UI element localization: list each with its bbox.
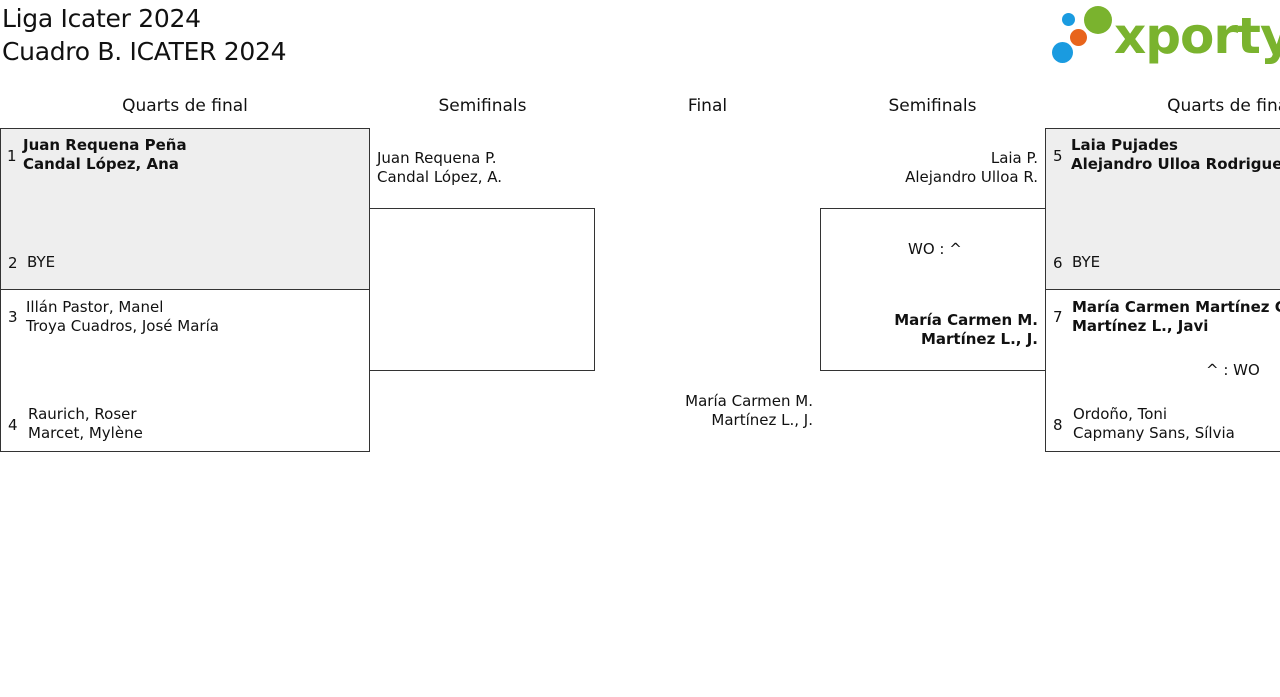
player-name: María Carmen M. — [685, 392, 813, 410]
player-name: Juan Requena P. — [377, 149, 497, 167]
logo-dot-green — [1084, 6, 1112, 34]
match-box-qf4[interactable]: 7 María Carmen Martínez Clav Martínez L.… — [1045, 289, 1280, 452]
player-name: Juan Requena Peña — [23, 136, 187, 154]
match-box-qf2[interactable]: 3 Illán Pastor, Manel Troya Cuadros, Jos… — [0, 289, 370, 452]
player-name: María Carmen M. — [894, 311, 1038, 329]
match-score: WO : ^ — [908, 240, 962, 258]
player-name: Martínez L., J. — [711, 411, 813, 429]
player-name: Raurich, Roser — [28, 405, 137, 423]
draw-subtitle: Cuadro B. ICATER 2024 — [2, 37, 287, 66]
logo-dot-orange — [1070, 29, 1087, 46]
match-score: ^ : WO — [1206, 361, 1260, 379]
player-name: Troya Cuadros, José María — [26, 317, 219, 335]
player-name: Laia Pujades — [1071, 136, 1178, 154]
seed-number: 2 — [8, 254, 18, 272]
xporty-logo: xporty — [1050, 2, 1280, 68]
match-box-qf3[interactable]: 5 Laia Pujades Alejandro Ulloa Rodriguez… — [1045, 128, 1280, 290]
player-name: Laia P. — [990, 149, 1038, 167]
player-name: BYE — [27, 253, 56, 271]
player-name: Marcet, Mylène — [28, 424, 143, 442]
player-name: Capmany Sans, Sílvia — [1073, 424, 1235, 442]
heading-semifinal-left: Semifinals — [438, 96, 527, 116]
seed-number: 8 — [1053, 416, 1063, 434]
match-box-sf-left[interactable] — [369, 208, 595, 371]
match-box-qf1[interactable]: 1 Juan Requena Peña Candal López, Ana 2 … — [0, 128, 370, 290]
seed-number: 6 — [1053, 254, 1063, 272]
seed-number: 5 — [1053, 147, 1063, 165]
logo-dot-blue-small — [1062, 13, 1075, 26]
player-name: Ordoño, Toni — [1073, 405, 1168, 423]
player-name: Candal López, A. — [377, 168, 503, 186]
player-name: Alejandro Ulloa R. — [905, 168, 1038, 186]
heading-quarterfinal-left: Quarts de final — [122, 96, 248, 116]
page-title: Liga Icater 2024 — [2, 4, 201, 33]
logo-dot-blue — [1052, 42, 1073, 63]
player-name: Candal López, Ana — [23, 155, 179, 173]
seed-number: 1 — [7, 147, 17, 165]
player-name: Illán Pastor, Manel — [26, 298, 164, 316]
seed-number: 4 — [8, 416, 18, 434]
seed-number: 3 — [8, 308, 18, 326]
player-name: Martínez L., J. — [920, 330, 1038, 348]
player-name: Martínez L., Javi — [1072, 317, 1209, 335]
player-name: BYE — [1072, 253, 1101, 271]
heading-final: Final — [687, 96, 728, 116]
seed-number: 7 — [1053, 308, 1063, 326]
player-name: María Carmen Martínez Clav — [1072, 298, 1280, 316]
heading-semifinal-right: Semifinals — [888, 96, 977, 116]
logo-wordmark: xporty — [1114, 7, 1280, 65]
player-name: Alejandro Ulloa Rodriguez — [1071, 155, 1280, 173]
heading-quarterfinal-right: Quarts de final — [1167, 96, 1280, 116]
match-box-sf-right[interactable]: WO : ^ María Carmen M. Martínez L., J. — [820, 208, 1046, 371]
